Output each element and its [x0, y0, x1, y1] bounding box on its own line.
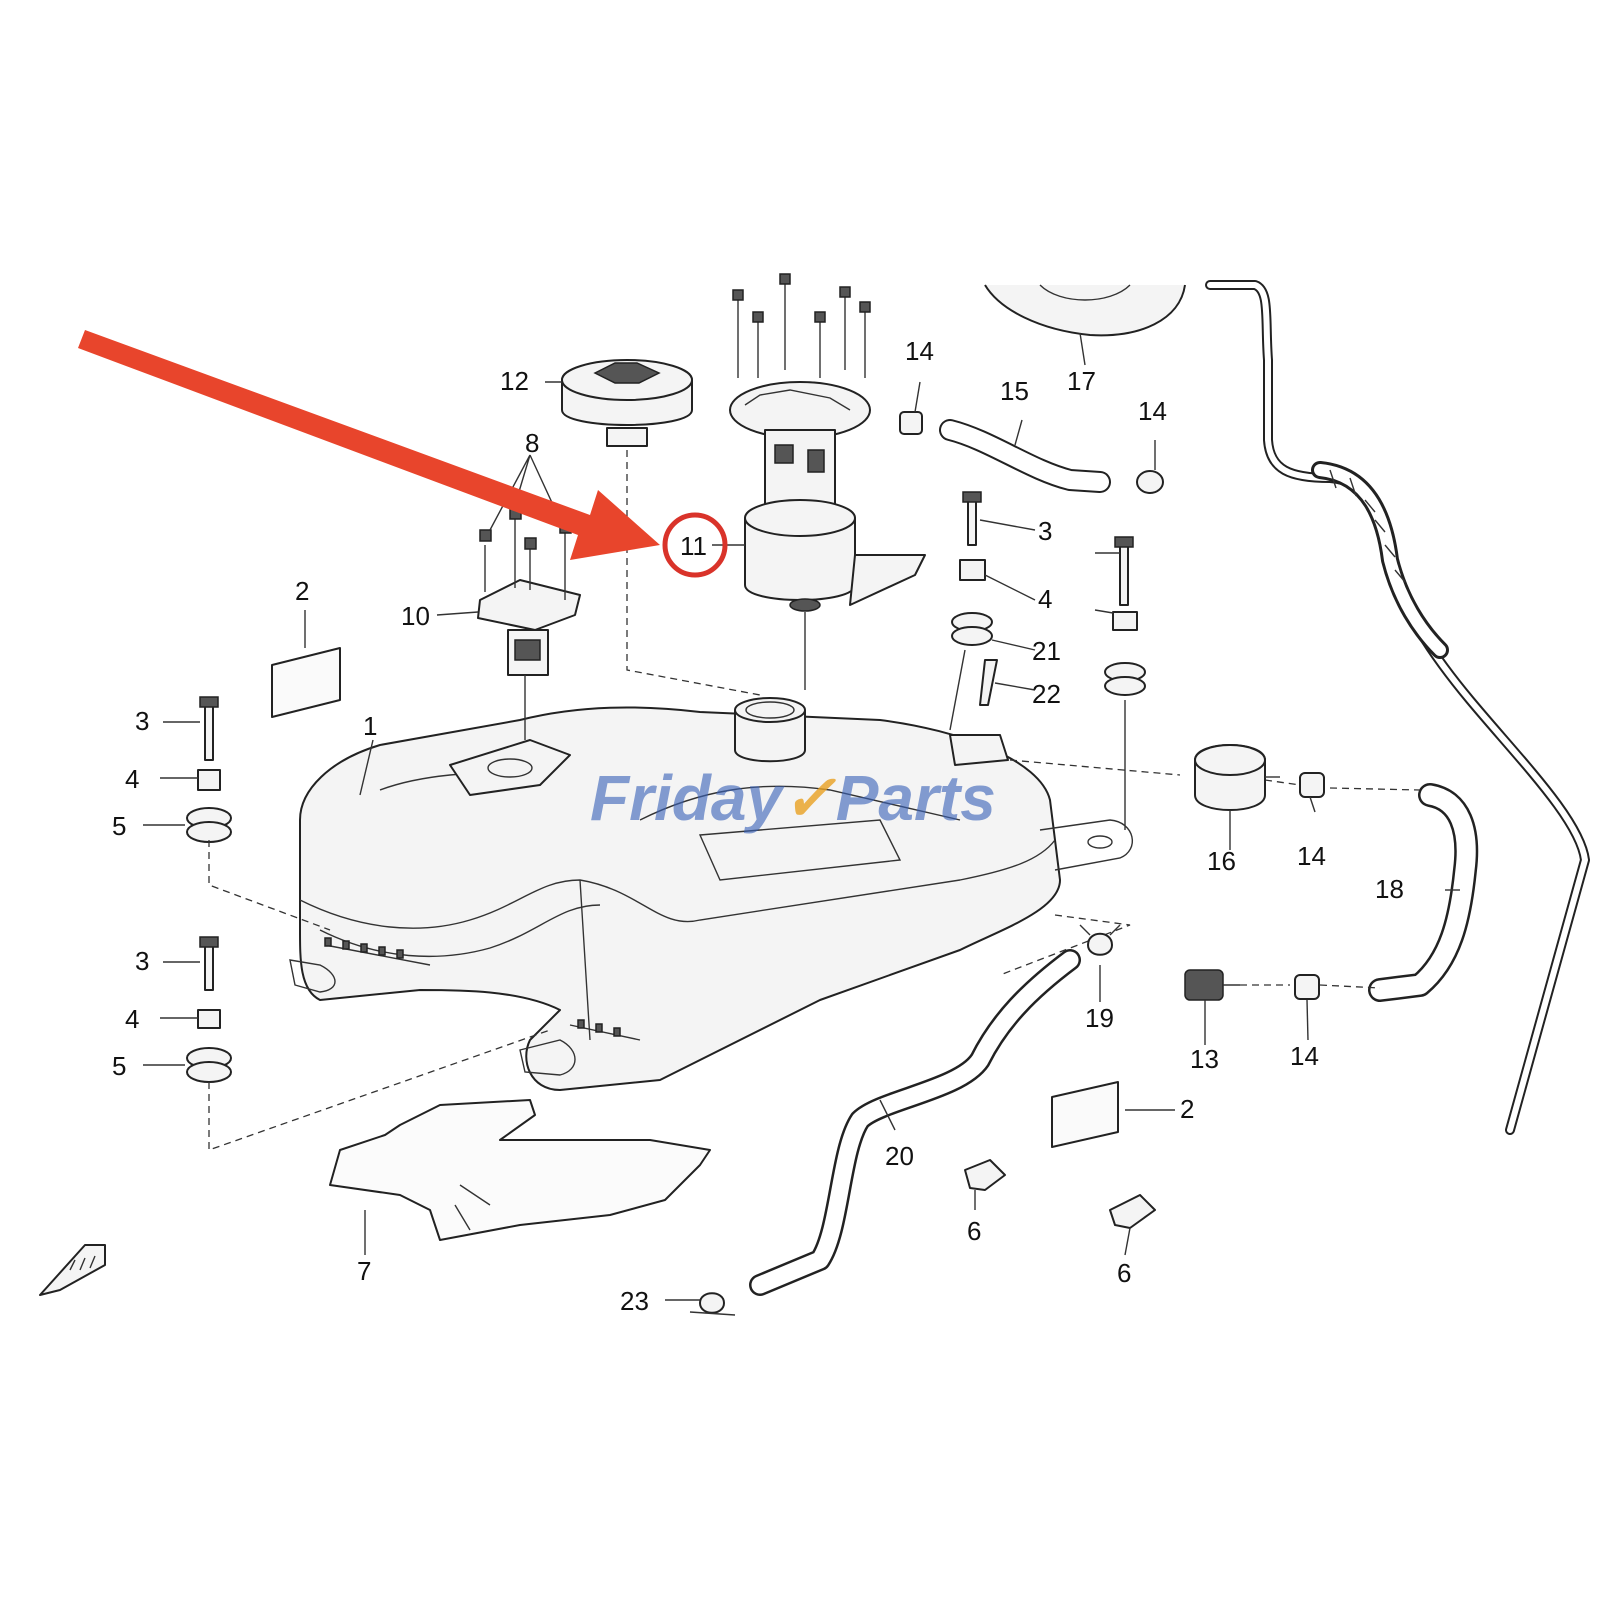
callout-15: 15 — [1000, 376, 1029, 406]
callout-18: 18 — [1375, 874, 1404, 904]
callout-labels: 1 2 2 3 3 3 3 4 4 4 4 5 5 6 6 7 8 10 12 … — [112, 336, 1404, 1316]
leader-lines — [143, 381, 1460, 1301]
callout-6-left: 6 — [967, 1216, 981, 1246]
callout-5-upper: 5 — [112, 811, 126, 841]
callout-14-filter: 14 — [1297, 841, 1326, 871]
callout-21: 21 — [1032, 636, 1061, 666]
callout-13: 13 — [1190, 1044, 1219, 1074]
callout-8: 8 — [525, 428, 539, 458]
callout-14-right: 14 — [1138, 396, 1167, 426]
callout-5-lower: 5 — [112, 1051, 126, 1081]
fridayparts-watermark: Friday✓Parts — [590, 762, 996, 834]
callout-4-right: 4 — [1038, 584, 1052, 614]
right-mount-hardware — [949, 491, 1146, 830]
callout-3-right-a: 3 — [1038, 516, 1052, 546]
callout-4-left-upper: 4 — [125, 764, 139, 794]
red-highlight-circle — [662, 512, 728, 578]
callout-4-left-lower: 4 — [125, 1004, 139, 1034]
callout-20: 20 — [885, 1141, 914, 1171]
fuel-filler-cap — [561, 359, 761, 696]
highlighted-part-11: 11 — [78, 330, 728, 578]
fuel-tank — [289, 697, 1133, 1091]
fuel-hoses — [749, 280, 1590, 1296]
heat-shield — [329, 1099, 711, 1241]
callout-10: 10 — [401, 601, 430, 631]
callout-23: 23 — [620, 1286, 649, 1316]
callout-2-left: 2 — [295, 576, 309, 606]
callout-7: 7 — [357, 1256, 371, 1286]
callout-16: 16 — [1207, 846, 1236, 876]
callout-17: 17 — [1067, 366, 1096, 396]
callout-6-right: 6 — [1117, 1258, 1131, 1288]
callout-11: 11 — [680, 531, 707, 561]
pump-screws — [732, 273, 871, 378]
callout-14-valve: 14 — [1290, 1041, 1319, 1071]
callout-1: 1 — [363, 711, 377, 741]
callout-3-left-upper: 3 — [135, 706, 149, 736]
fuel-pump-module — [729, 273, 926, 690]
callout-14-top: 14 — [905, 336, 934, 366]
left-mount-hardware — [186, 696, 551, 1151]
callout-19: 19 — [1085, 1003, 1114, 1033]
small-parts — [39, 284, 1325, 1316]
callout-3-left-lower: 3 — [135, 946, 149, 976]
red-pointer-arrow — [78, 330, 660, 560]
callout-12: 12 — [500, 366, 529, 396]
svg-text:Friday✓Parts: Friday✓Parts — [590, 762, 996, 834]
callout-22: 22 — [1032, 679, 1061, 709]
callout-2-right: 2 — [1180, 1094, 1194, 1124]
